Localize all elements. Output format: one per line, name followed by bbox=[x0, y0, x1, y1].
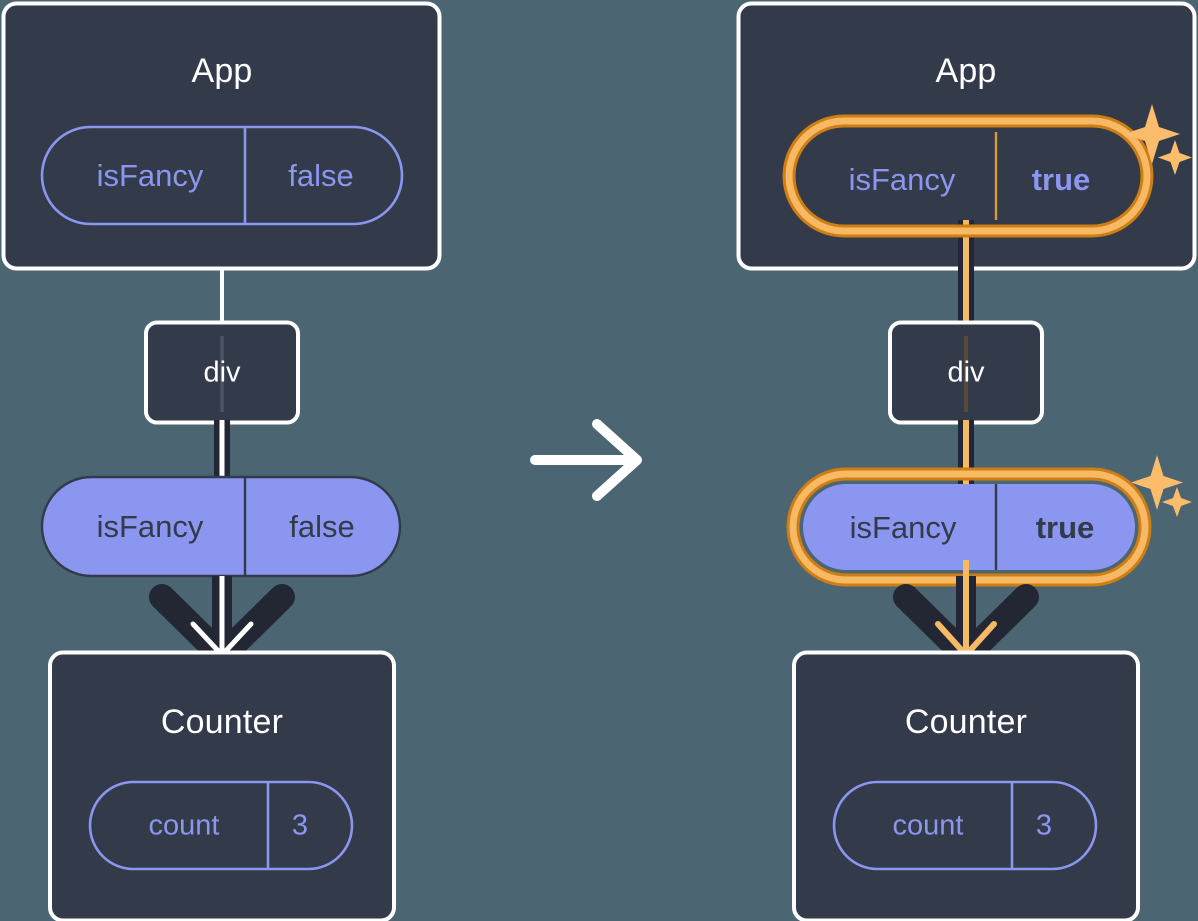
node-counter-before bbox=[48, 650, 396, 921]
pill-app-prop-after bbox=[782, 114, 1154, 238]
panel-after bbox=[736, 1, 1197, 921]
sparkle-icon-pill-after bbox=[1131, 455, 1192, 517]
app-prop-key-after: isFancy bbox=[848, 162, 956, 197]
passed-prop-key-before: isFancy bbox=[96, 509, 204, 544]
app-prop-value-after: true bbox=[1031, 162, 1091, 197]
pill-counter-prop-after bbox=[832, 780, 1098, 871]
pill-counter-prop-before bbox=[88, 780, 354, 871]
div-label-after: div bbox=[947, 356, 985, 389]
counter-title-before: Counter bbox=[160, 703, 284, 741]
counter-prop-value-after: 3 bbox=[1035, 809, 1053, 842]
pill-outline-shape bbox=[40, 125, 404, 226]
pill-outline-shape bbox=[832, 780, 1098, 871]
passed-prop-key-after: isFancy bbox=[849, 510, 957, 545]
highlight-ring-inner bbox=[785, 117, 1151, 235]
pill-outline-shape bbox=[88, 780, 354, 871]
div-label-before: div bbox=[203, 356, 241, 389]
counter-prop-key-before: count bbox=[148, 809, 220, 842]
pill-interior bbox=[803, 484, 1135, 570]
app-title-before: App bbox=[191, 52, 253, 90]
pill-interior bbox=[800, 132, 1136, 220]
sparkle-icon-app-after bbox=[1124, 104, 1192, 175]
counter-title-after: Counter bbox=[904, 703, 1028, 741]
transition-arrow-icon bbox=[530, 419, 642, 501]
passed-prop-value-before: false bbox=[289, 509, 355, 544]
node-counter-after bbox=[792, 650, 1140, 921]
passed-prop-value-after: true bbox=[1035, 510, 1095, 545]
panel-before bbox=[1, 1, 442, 921]
counter-prop-value-before: 3 bbox=[291, 809, 309, 842]
app-title-after: App bbox=[935, 52, 997, 90]
node-app-before bbox=[1, 1, 442, 271]
arrow-pill-to-counter-before bbox=[149, 576, 295, 669]
pill-app-prop-before bbox=[40, 125, 404, 226]
pill-passed-prop-after bbox=[786, 467, 1152, 587]
pill-passed-prop-before bbox=[40, 475, 402, 578]
counter-prop-key-after: count bbox=[892, 809, 964, 842]
app-prop-key-before: isFancy bbox=[96, 158, 204, 193]
app-prop-value-before: false bbox=[288, 158, 354, 193]
